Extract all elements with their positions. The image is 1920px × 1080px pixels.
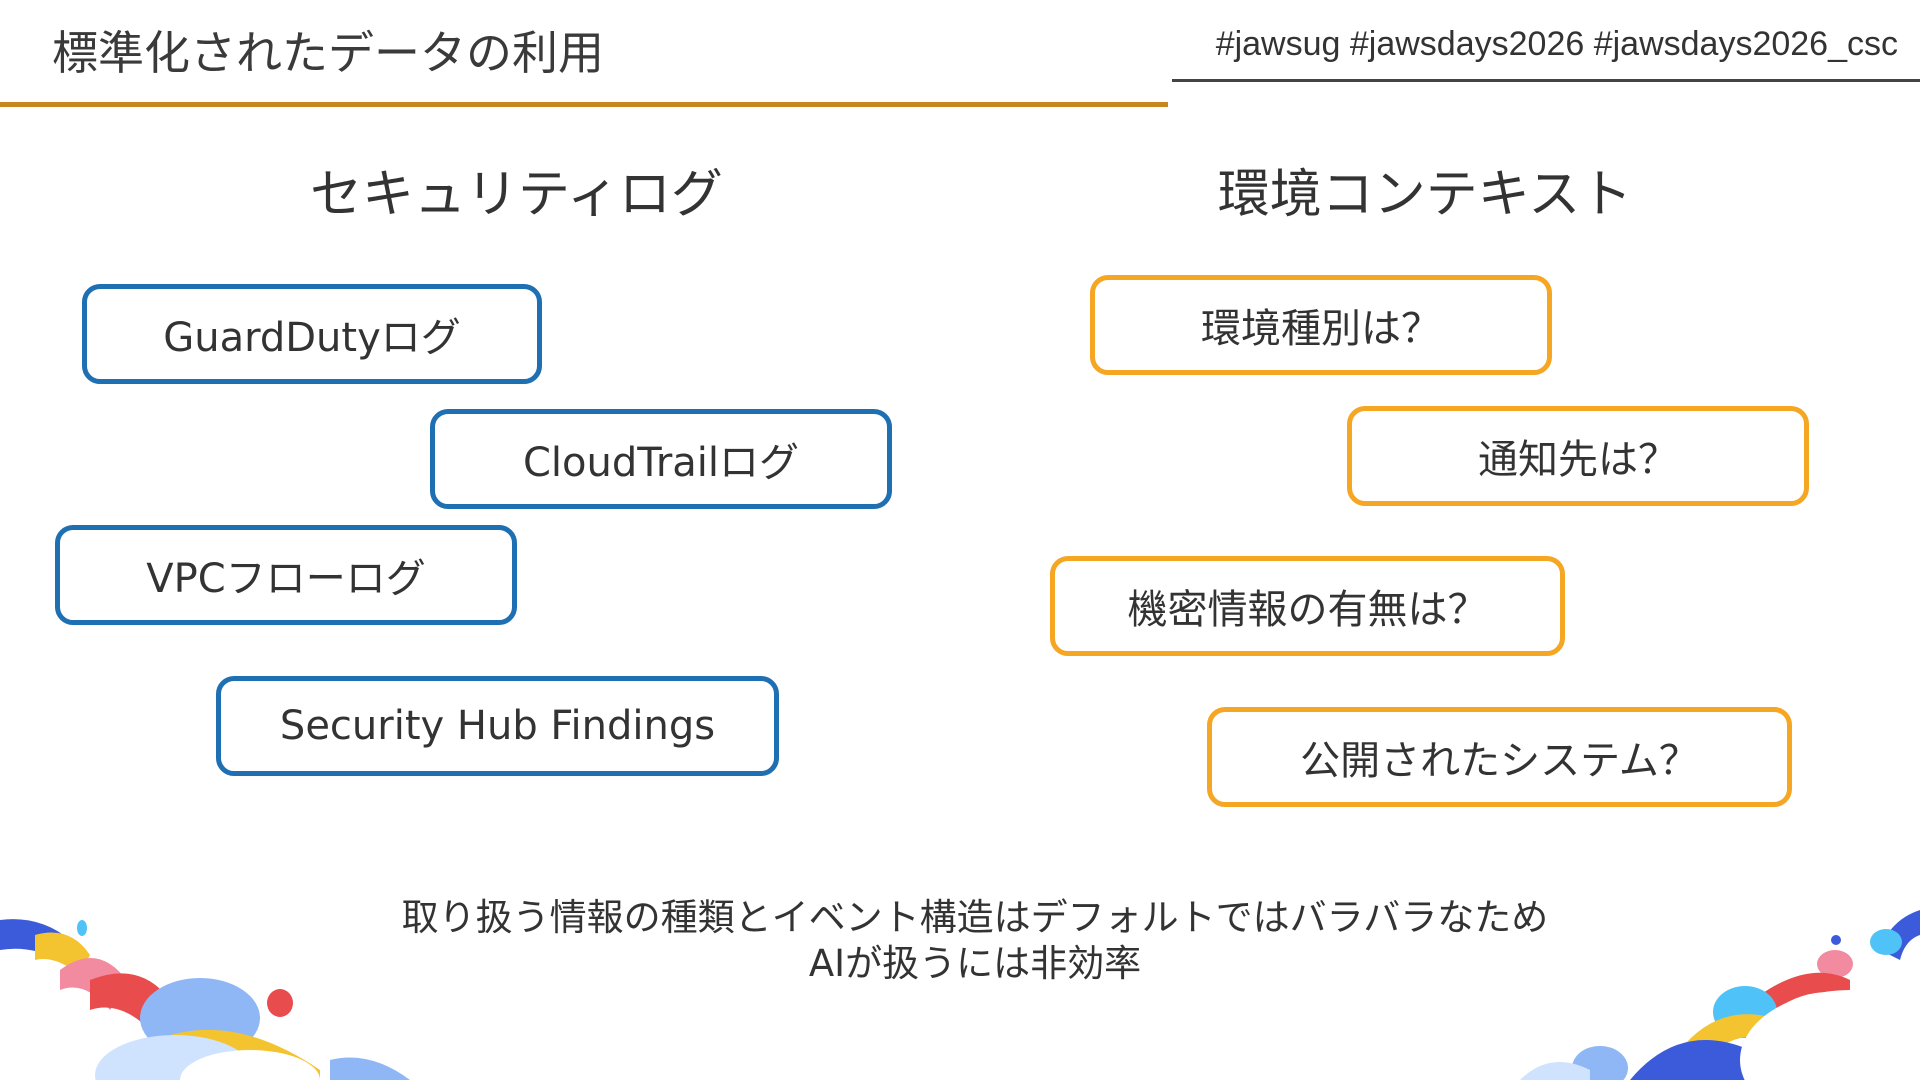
box-public-system: 公開されたシステム？ xyxy=(1207,707,1792,807)
footer-line-2: AIが扱うには非効率 xyxy=(808,942,1142,985)
footer-note: 取り扱う情報の種類とイベント構造はデフォルトではバラバラなため AIが扱うには非… xyxy=(260,895,1690,987)
box-label: 公開されたシステム？ xyxy=(1300,738,1699,784)
box-sensitive-data: 機密情報の有無は？ xyxy=(1050,556,1565,656)
footer-line-1: 取り扱う情報の種類とイベント構造はデフォルトではバラバラなため xyxy=(401,896,1549,939)
box-label: 機密情報の有無は？ xyxy=(1127,587,1488,633)
box-label: CloudTrailログ xyxy=(523,440,799,486)
heading-security-logs: セキュリティログ xyxy=(310,165,723,225)
decoration-cloud-left xyxy=(0,919,410,1080)
box-label: Security Hub Findings xyxy=(279,703,716,749)
box-label: 環境種別は？ xyxy=(1201,306,1441,352)
decoration-cloud-right xyxy=(1520,910,1920,1080)
box-security-hub-findings: Security Hub Findings xyxy=(216,676,779,776)
box-label: 通知先は？ xyxy=(1478,437,1678,483)
box-vpc-flow-log: VPCフローログ xyxy=(55,525,517,625)
box-cloudtrail-log: CloudTrailログ xyxy=(430,409,892,509)
hashtags-underline xyxy=(1172,79,1920,82)
hashtags: #jawsug #jawsdays2026 #jawsdays2026_csc xyxy=(1215,25,1898,63)
box-environment-type: 環境種別は？ xyxy=(1090,275,1552,375)
title-underline xyxy=(0,102,1168,107)
box-label: GuardDutyログ xyxy=(163,315,461,361)
box-notification-target: 通知先は？ xyxy=(1347,406,1809,506)
box-label: VPCフローログ xyxy=(146,556,426,602)
box-guardduty-log: GuardDutyログ xyxy=(82,284,542,384)
heading-environment-context: 環境コンテキスト xyxy=(1217,165,1633,225)
slide-title: 標準化されたデータの利用 xyxy=(52,26,604,80)
